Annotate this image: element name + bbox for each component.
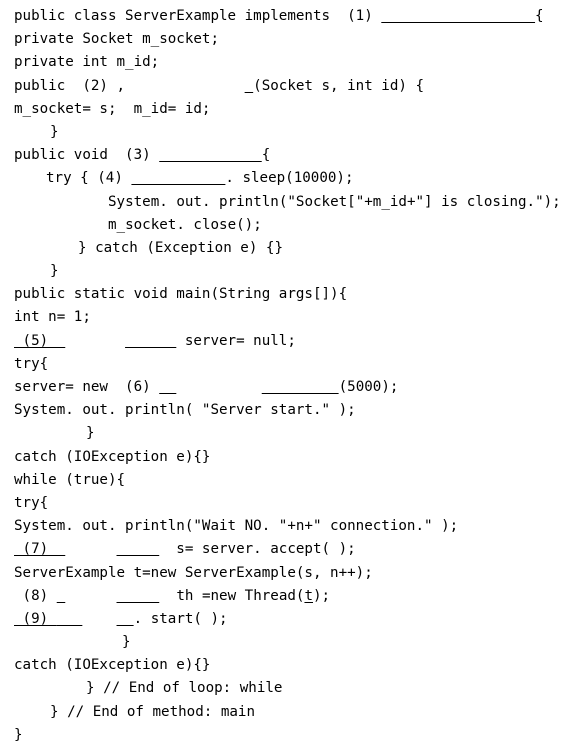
blank-underline [131,170,225,186]
code-text: public void (3) [14,147,160,164]
code-line: try{ [14,353,566,376]
code-line: } [14,260,566,283]
code-text: ServerExample t=new ServerExample(s, n++… [14,564,373,581]
code-text: try { (4) [46,170,132,187]
code-text: { [535,8,544,24]
code-text [65,588,116,604]
code-text: private int m_id; [14,54,160,71]
code-text [82,611,116,627]
blank-underline [381,8,535,24]
blank-underline [117,541,160,557]
code-text: (Socket s, int id) { [253,77,425,94]
code-line: } [14,724,566,747]
code-text: catch (IOException e){} [14,657,211,674]
code-text: } [86,425,95,442]
code-line: } [14,422,566,445]
code-line: System. out. println("Socket["+m_id+"] i… [14,191,566,214]
code-line: ServerExample t=new ServerExample(s, n++… [14,562,566,585]
code-text: ); [313,587,331,604]
code-text: System. out. println("Socket["+m_id+"] i… [108,193,561,210]
code-line: public (2) , (Socket s, int id) { [14,75,566,98]
code-line: try { (4) . sleep(10000); [14,167,566,190]
code-line: catch (IOException e){} [14,446,566,469]
code-line: System. out. println( "Server start." ); [14,399,566,422]
code-line: (7) s= server. accept( ); [14,538,566,561]
code-text: (5000); [338,379,399,395]
code-text: } // End of method: main [50,703,255,720]
blank-underline: (7) [14,541,66,558]
code-line: public static void main(String args[]){ [14,283,566,306]
code-text: public class ServerExample implements (1… [14,8,382,24]
code-text: s= server. accept( ); [159,541,356,558]
code-line: private Socket m_socket; [14,28,566,51]
code-text: private Socket m_socket; [14,31,219,48]
code-line: while (true){ [14,469,566,492]
code-text: } catch (Exception e) {} [78,239,283,256]
code-text: m_socket. close(); [108,216,262,233]
code-text: . start( ); [133,610,228,627]
code-text [176,379,261,395]
code-line: System. out. println("Wait NO. "+n+" con… [14,515,566,538]
code-text: int n= 1; [14,309,91,326]
blank-underline [159,147,262,163]
code-text: server= null; [176,332,296,349]
code-text: public (2) , [14,77,245,94]
code-line: try{ [14,492,566,515]
code-text [65,541,116,557]
code-text: System. out. println("Wait NO. "+n+" con… [14,518,459,535]
code-text [65,333,125,349]
code-line: catch (IOException e){} [14,654,566,677]
blank-underline [245,78,254,94]
blank-underline: t [304,587,313,604]
code-line: } [14,631,566,654]
code-line: public void (3) { [14,144,566,167]
code-text: m_socket= s; m_id= id; [14,100,211,117]
code-line: private int m_id; [14,51,566,74]
code-line: (9) . start( ); [14,608,566,631]
blank-underline: (9) [14,610,57,627]
blank-underline [57,611,83,627]
code-line: int n= 1; [14,306,566,329]
blank-underline: (5) [14,332,66,349]
code-line: m_socket= s; m_id= id; [14,98,566,121]
code-text: th =new Thread( [159,587,305,604]
code-text: } [50,263,59,280]
code-line: } // End of method: main [14,701,566,724]
code-text: while (true){ [14,471,126,488]
blank-underline [117,611,134,627]
code-text: } [50,123,59,140]
code-line: (8) th =new Thread(t); [14,585,566,608]
code-text: catch (IOException e){} [14,448,211,465]
blank-underline [57,588,66,604]
code-text: . sleep(10000); [225,170,354,187]
code-line: } [14,121,566,144]
code-line: public class ServerExample implements (1… [14,5,566,28]
code-text: System. out. println( "Server start." ); [14,402,356,419]
code-text: } [122,634,131,651]
code-line: server= new (6) (5000); [14,376,566,399]
code-listing: public class ServerExample implements (1… [14,5,566,747]
code-text: public static void main(String args[]){ [14,286,348,303]
blank-underline [262,379,339,395]
blank-underline [125,333,176,349]
code-line: m_socket. close(); [14,214,566,237]
blank-underline [117,588,160,604]
code-text: try{ [14,355,49,372]
code-line: } // End of loop: while [14,677,566,700]
code-line: } catch (Exception e) {} [14,237,566,260]
blank-underline [159,379,176,395]
code-text: { [261,147,271,164]
code-line: (5) server= null; [14,330,566,353]
code-text: server= new (6) [14,379,160,395]
code-text: } // End of loop: while [86,680,283,697]
code-text: (8) [14,587,57,604]
code-text: } [14,726,23,743]
code-text: try{ [14,494,49,511]
